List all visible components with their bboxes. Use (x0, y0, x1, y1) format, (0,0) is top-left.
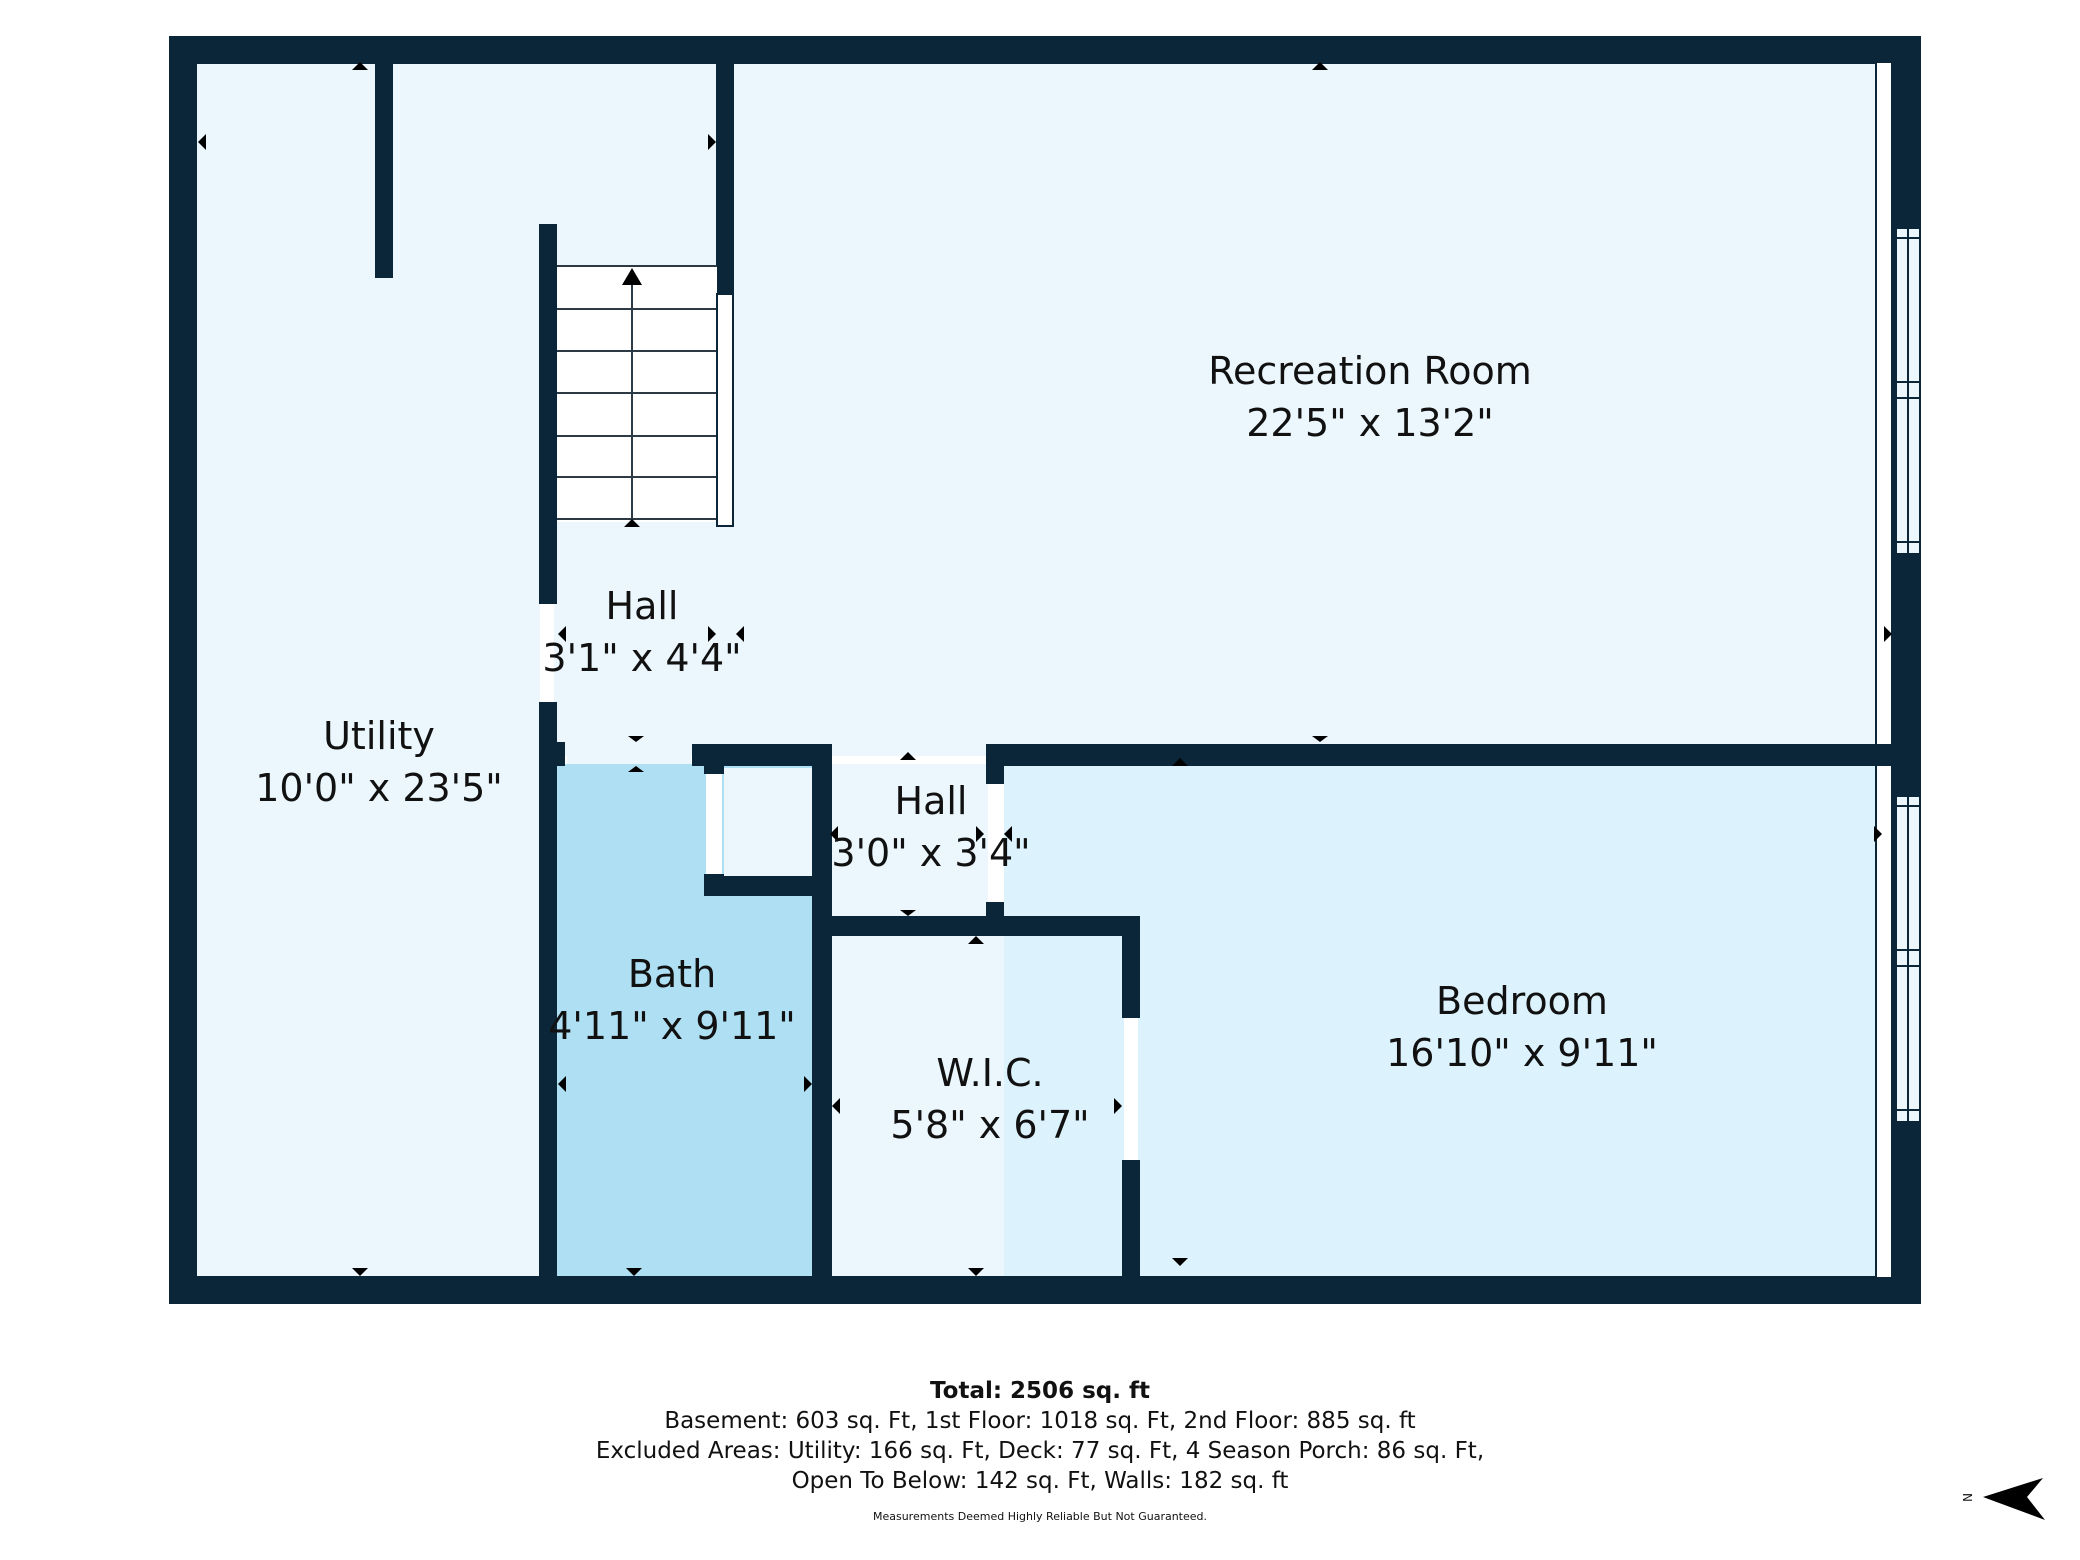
room-dimensions: 22'5" x 13'2" (1246, 401, 1494, 445)
room-label-recreation: Recreation Room 22'5" x 13'2" (1208, 345, 1532, 449)
room-dimensions: 3'0" x 3'4" (831, 831, 1031, 875)
window (1895, 795, 1921, 1123)
room-name: Hall (894, 779, 968, 823)
room-name: Hall (605, 584, 679, 628)
room-name: Bedroom (1436, 979, 1608, 1023)
dimension-markers (198, 62, 1892, 1276)
room-label-utility: Utility 10'0" x 23'5" (255, 710, 503, 814)
room-dimensions: 10'0" x 23'5" (255, 766, 503, 810)
staircase (557, 265, 734, 527)
area-summary: Total: 2506 sq. ft Basement: 603 sq. Ft,… (0, 1376, 2080, 1524)
room-label-wic: W.I.C. 5'8" x 6'7" (890, 1047, 1089, 1151)
room-dimensions: 5'8" x 6'7" (890, 1103, 1090, 1147)
excluded-areas: Excluded Areas: Utility: 166 sq. Ft, Dec… (595, 1438, 1485, 1464)
floor-areas: Basement: 603 sq. Ft, 1st Floor: 1018 sq… (664, 1408, 1416, 1434)
room-name: Recreation Room (1208, 349, 1532, 393)
hall2-floor (830, 764, 990, 916)
recreation-floor (546, 62, 1884, 756)
room-name: Bath (627, 952, 717, 996)
total-area: Total: 2506 sq. ft (930, 1378, 1150, 1404)
room-label-bath: Bath 4'11" x 9'11" (548, 948, 796, 1052)
room-label-hall-lower: Hall 3'0" x 3'4" (831, 775, 1030, 879)
room-name: W.I.C. (936, 1051, 1044, 1095)
svg-text:N: N (1960, 1493, 1974, 1502)
room-label-hall-upper: Hall 3'1" x 4'4" (542, 580, 741, 684)
compass: N (1955, 1470, 2045, 1520)
north-arrow-icon: N (1960, 1478, 2045, 1520)
room-name: Utility (323, 714, 435, 758)
disclaimer: Measurements Deemed Highly Reliable But … (872, 1510, 1208, 1523)
bedroom-floor (1004, 764, 1884, 1278)
room-dimensions: 4'11" x 9'11" (548, 1004, 796, 1048)
room-label-bedroom: Bedroom 16'10" x 9'11" (1386, 975, 1658, 1079)
room-dimensions: 16'10" x 9'11" (1386, 1031, 1658, 1075)
utility-floor (196, 62, 546, 1278)
excluded-areas-continued: Open To Below: 142 sq. Ft, Walls: 182 sq… (791, 1468, 1289, 1494)
window (1895, 227, 1921, 555)
room-dimensions: 3'1" x 4'4" (542, 636, 742, 680)
closet-floor (724, 768, 812, 878)
interior-walls (375, 56, 1896, 1278)
